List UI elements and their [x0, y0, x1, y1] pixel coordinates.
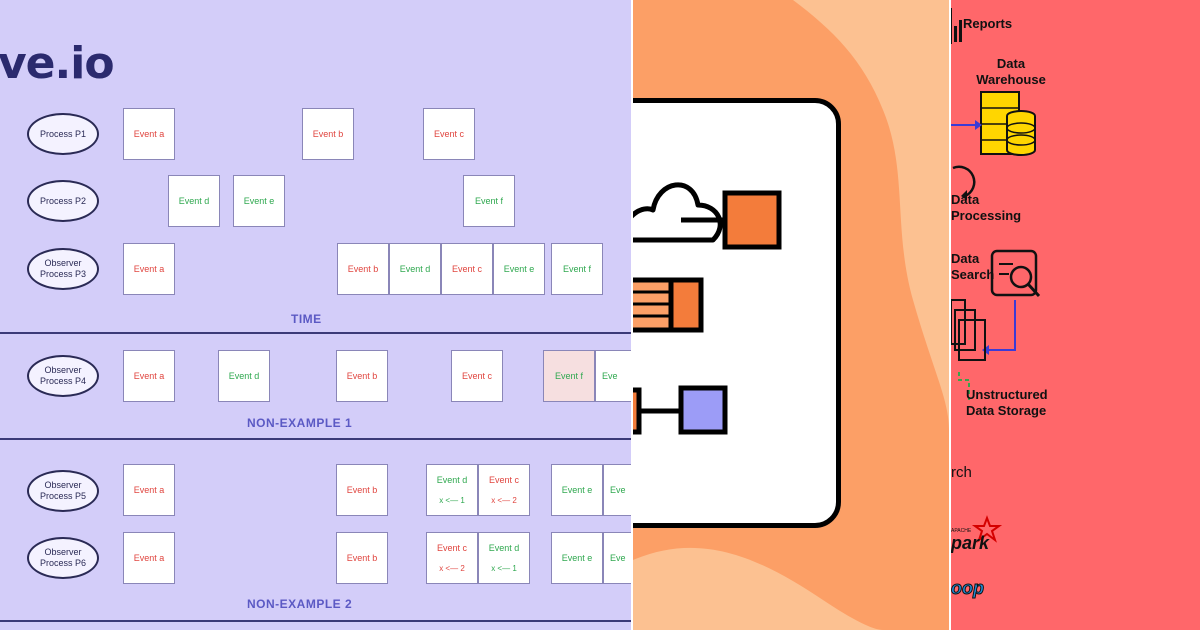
event-b-box: Event b — [336, 464, 388, 516]
assign-label: x <— 1 — [439, 496, 465, 506]
event-e-box: Eve — [595, 350, 631, 402]
orange-square-icon — [633, 387, 642, 435]
timeline-diagram-panel: ve.io Process P1 Event a Event b Event c… — [0, 0, 631, 630]
hadoop-logo-text: oop — [951, 578, 985, 599]
event-label: Event d — [488, 542, 520, 553]
assign-label: x <— 2 — [491, 496, 517, 506]
event-a-box: Event a — [123, 108, 175, 160]
event-f-box: Event f — [551, 243, 603, 295]
event-d-assign-box: Event d x <— 1 — [426, 464, 478, 516]
section-divider — [0, 332, 631, 334]
data-pipeline-panel: Reports Data Warehouse Data Processing D… — [951, 0, 1200, 630]
event-a-box: Event a — [123, 350, 175, 402]
event-e-box: Eve — [603, 464, 631, 516]
data-warehouse-label: Data Warehouse — [976, 56, 1046, 87]
process-p2-node: Process P2 — [27, 180, 99, 222]
cloud-icon — [633, 182, 723, 243]
event-d-box: Event d — [218, 350, 270, 402]
section-heading-cut: rch — [951, 464, 972, 481]
event-c-box: Event c — [441, 243, 493, 295]
event-f-box: Event f — [463, 175, 515, 227]
event-a-box: Event a — [123, 243, 175, 295]
process-p4-node: Observer Process P4 — [27, 355, 99, 397]
process-p5-node: Observer Process P5 — [27, 470, 99, 512]
event-b-box: Event b — [302, 108, 354, 160]
event-e-box: Event e — [551, 532, 603, 584]
documents-icon — [951, 299, 986, 361]
process-p1-node: Process P1 — [27, 113, 99, 155]
assign-label: x <— 2 — [439, 564, 465, 574]
event-label: Event c — [436, 542, 467, 553]
event-label: Event c — [488, 474, 519, 485]
brand-logo-text: ve.io — [0, 38, 115, 89]
event-c-box: Event c — [451, 350, 503, 402]
event-b-box: Event b — [337, 243, 389, 295]
reports-icon — [951, 8, 962, 44]
illustration-panel — [633, 0, 949, 630]
event-b-box: Event b — [336, 350, 388, 402]
assign-label: x <— 1 — [491, 564, 517, 574]
event-b-box: Event b — [336, 532, 388, 584]
process-p6-node: Observer Process P6 — [27, 537, 99, 579]
process-p3-node: Observer Process P3 — [27, 248, 99, 290]
data-processing-label: Data Processing — [951, 192, 1022, 223]
section-divider — [0, 438, 631, 440]
event-d-box: Event d — [168, 175, 220, 227]
non-example-1-label: NON-EXAMPLE 1 — [247, 416, 353, 430]
event-c-box: Event c — [423, 108, 475, 160]
event-label: Event d — [436, 474, 468, 485]
apache-caption: APACHE — [951, 528, 972, 534]
violet-square-icon — [678, 385, 728, 435]
data-search-label: Data Search — [951, 251, 995, 282]
reports-label: Reports — [963, 16, 1013, 31]
event-e-box: Event e — [233, 175, 285, 227]
event-d-assign-box: Event d x <— 1 — [478, 532, 530, 584]
spark-star-icon — [971, 515, 1003, 543]
non-example-2-label: NON-EXAMPLE 2 — [247, 597, 353, 611]
spark-logo-text: park — [951, 533, 990, 553]
orange-square-icon — [668, 277, 704, 333]
event-c-assign-box: Event c x <— 2 — [426, 532, 478, 584]
time-label: TIME — [291, 312, 322, 326]
event-d-box: Event d — [389, 243, 441, 295]
processing-icon — [952, 165, 976, 200]
event-e-box: Event e — [551, 464, 603, 516]
event-e-box: Event e — [493, 243, 545, 295]
unstructured-storage-label: Unstructured Data Storage — [966, 387, 1048, 418]
network-icon-illustration — [633, 182, 782, 435]
pipeline-graphics — [951, 8, 1041, 543]
event-a-box: Event a — [123, 532, 175, 584]
orange-square-icon — [722, 190, 782, 250]
event-e-box: Eve — [603, 532, 631, 584]
event-f-box: Event f — [543, 350, 595, 402]
search-icon — [990, 249, 1041, 298]
event-a-box: Event a — [123, 464, 175, 516]
section-divider — [0, 620, 631, 622]
event-c-assign-box: Event c x <— 2 — [478, 464, 530, 516]
database-icon — [980, 91, 1036, 156]
